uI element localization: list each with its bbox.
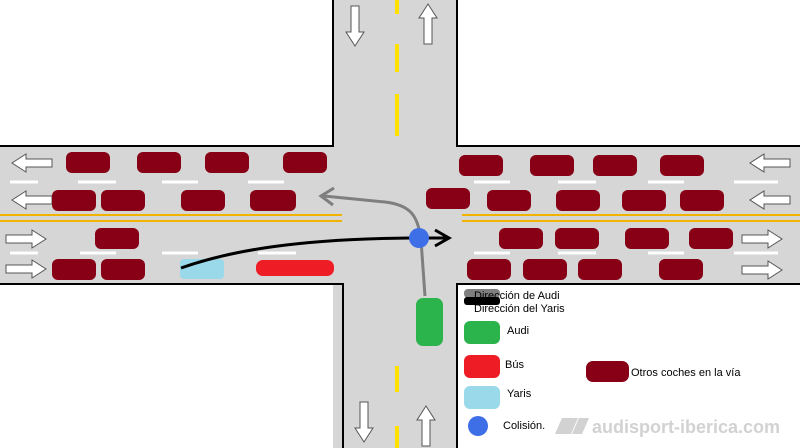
other-car — [659, 259, 703, 280]
other-car — [578, 259, 622, 280]
other-car — [250, 190, 296, 211]
other-car — [523, 259, 567, 280]
median-line — [0, 214, 800, 222]
audi-car — [416, 298, 443, 346]
watermark-text: audisport-iberica.com — [592, 417, 781, 437]
legend-collision-label: Colisión. — [503, 420, 546, 432]
other-car — [467, 259, 511, 280]
other-car — [625, 228, 669, 249]
legend-audi-direction-label: Dirección de Audi — [474, 290, 560, 302]
other-car — [555, 228, 599, 249]
other-cars — [52, 152, 733, 280]
other-car — [499, 228, 543, 249]
other-car — [181, 190, 225, 211]
lane-markings — [10, 180, 778, 255]
legend-yaris-swatch — [464, 386, 500, 409]
other-car — [101, 190, 145, 211]
other-car — [689, 228, 733, 249]
other-car — [530, 155, 574, 176]
legend-yaris-label: Yaris — [507, 388, 532, 400]
other-car — [556, 190, 600, 211]
other-car — [52, 259, 96, 280]
audisport-logo-icon — [555, 418, 589, 434]
other-car — [593, 155, 637, 176]
other-car — [487, 190, 531, 211]
other-car — [95, 228, 139, 249]
collision-point — [409, 228, 429, 248]
legend-audi-swatch — [464, 321, 500, 344]
other-car — [660, 155, 704, 176]
legend-collision-swatch — [468, 416, 488, 436]
other-car — [66, 152, 110, 173]
legend-audi-label: Audi — [507, 325, 530, 337]
audi-path-arrowhead-icon — [318, 186, 335, 207]
bus — [256, 260, 334, 276]
other-car — [426, 188, 470, 209]
other-car — [52, 190, 96, 211]
legend-yaris-direction-swatch — [464, 297, 500, 305]
other-car — [622, 190, 666, 211]
legend-audi-direction-swatch — [464, 289, 500, 298]
other-car — [283, 152, 327, 173]
other-car — [459, 155, 503, 176]
other-car — [205, 152, 249, 173]
yaris-path-arrowhead-icon — [434, 228, 453, 248]
legend-other-cars-label: Otros coches en la vía — [631, 367, 741, 379]
legend-bus-label: Bús — [505, 359, 524, 371]
yaris-path — [180, 236, 447, 270]
legend-yaris-direction-label: Dirección del Yaris — [474, 303, 565, 315]
other-car — [137, 152, 181, 173]
legend-other-cars-swatch — [586, 361, 629, 382]
legend-bus-swatch — [464, 355, 500, 378]
other-car — [680, 190, 724, 211]
other-car — [101, 259, 145, 280]
legend-swatches — [464, 289, 629, 436]
